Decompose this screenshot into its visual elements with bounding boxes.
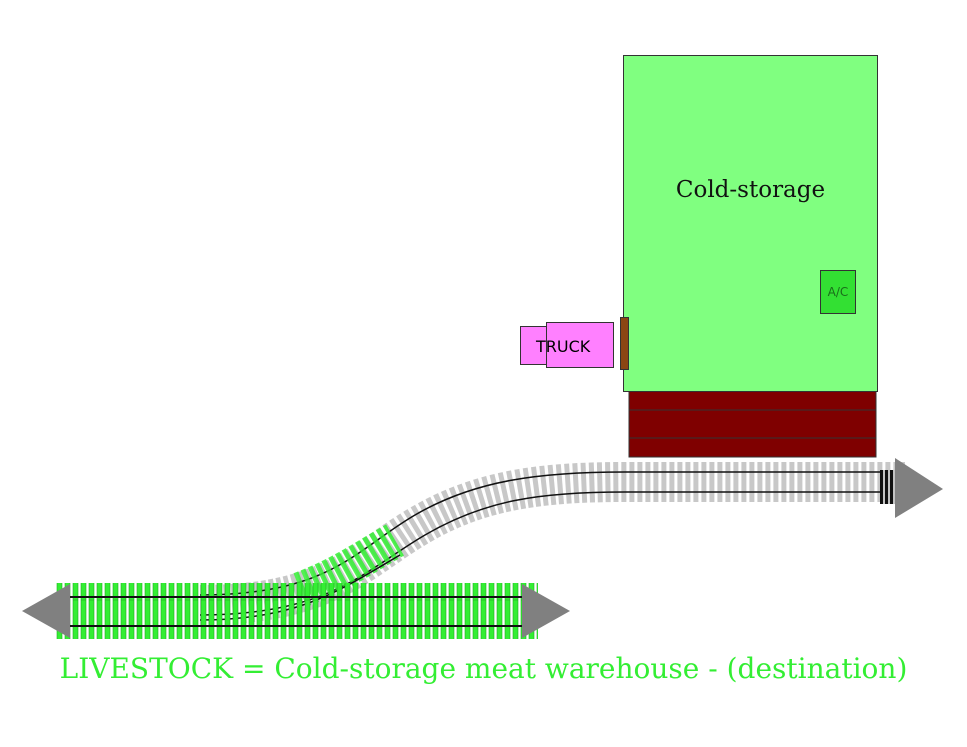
- cold-storage-building: Cold-storage: [623, 55, 878, 392]
- main-east-arrow: [522, 584, 570, 638]
- loading-door: [620, 317, 629, 370]
- caption: LIVESTOCK = Cold-storage meat warehouse …: [59, 652, 908, 685]
- main-line-ties: [56, 583, 538, 639]
- truck-trailer: [546, 322, 614, 368]
- spur-east-arrow: [895, 458, 943, 518]
- loading-platform: [628, 390, 877, 458]
- main-west-arrow: [22, 584, 70, 638]
- ac-unit: A/C: [820, 270, 856, 314]
- truck-label: TRUCK: [536, 337, 591, 356]
- main-line-track: [22, 583, 570, 639]
- building-label: Cold-storage: [675, 177, 826, 203]
